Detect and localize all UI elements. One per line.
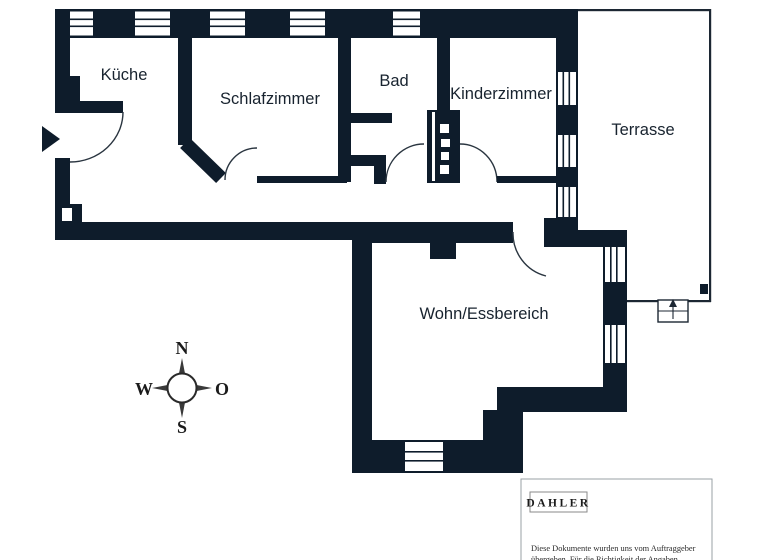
bedroom-door-arc (224, 147, 258, 181)
window-top-4 (290, 9, 325, 38)
room-label-bad: Bad (379, 72, 408, 90)
kitchen-bedroom-wall (178, 38, 226, 184)
window-top-5 (393, 9, 420, 38)
terrace-stairs (657, 299, 689, 323)
living-door-arc (512, 231, 547, 277)
living-area-walls (352, 218, 627, 473)
dahler-logo: DAHLER (526, 498, 590, 510)
bedroom-south-wall (257, 176, 347, 183)
room-label-kueche: Küche (101, 66, 148, 84)
wall-niche (62, 208, 72, 221)
right-exterior-wall (556, 9, 578, 247)
entrance-arrow-icon (42, 126, 60, 152)
hallway-south-wall (55, 222, 372, 240)
kidsroom-south-wall (497, 176, 557, 183)
room-label-kinderzimmer: Kinderzimmer (450, 85, 552, 103)
shaft-column (427, 110, 460, 183)
room-label-terrasse: Terrasse (611, 121, 674, 139)
stairs-arrow-icon (669, 299, 677, 307)
window-top-1 (65, 9, 93, 38)
window-living-right-2 (603, 325, 627, 363)
window-right-2 (556, 135, 578, 167)
entrance-door-arc (69, 111, 124, 163)
dahler-logo-frame (529, 491, 588, 513)
window-top-2 (135, 9, 170, 38)
top-exterior-wall (55, 9, 578, 38)
room-label-schlafzimmer: Schlafzimmer (220, 90, 320, 108)
window-living-bottom (405, 442, 443, 471)
kidsroom-door-arc (459, 143, 498, 183)
window-top-3 (210, 9, 245, 38)
compass-letter-n: N (176, 338, 189, 358)
compass-rose: N O S W (135, 338, 229, 437)
disclaimer-line-2: übergeben. Für die Richtigkeit der Angab… (531, 555, 679, 560)
terrace-pillar (700, 284, 708, 294)
living-pillar (430, 243, 456, 259)
branding-box: DAHLER Diese Dokumente wurden uns vom Au… (520, 478, 713, 560)
bathroom-walls (338, 38, 392, 184)
bath-kids-wall (437, 38, 450, 110)
bathroom-door-arc (385, 143, 425, 183)
terrace-outline (578, 9, 712, 303)
left-exterior-wall (55, 9, 123, 240)
compass-letter-s: S (177, 417, 187, 437)
disclaimer-line-1: Diese Dokumente wurden uns vom Auftragge… (531, 544, 696, 553)
window-living-right-1 (603, 247, 627, 282)
compass-letter-o: O (215, 379, 229, 399)
room-label-wohn-essbereich: Wohn/Essbereich (419, 305, 548, 323)
window-right-3 (556, 187, 578, 217)
compass-letter-w: W (135, 379, 153, 399)
window-right-1 (556, 72, 578, 105)
